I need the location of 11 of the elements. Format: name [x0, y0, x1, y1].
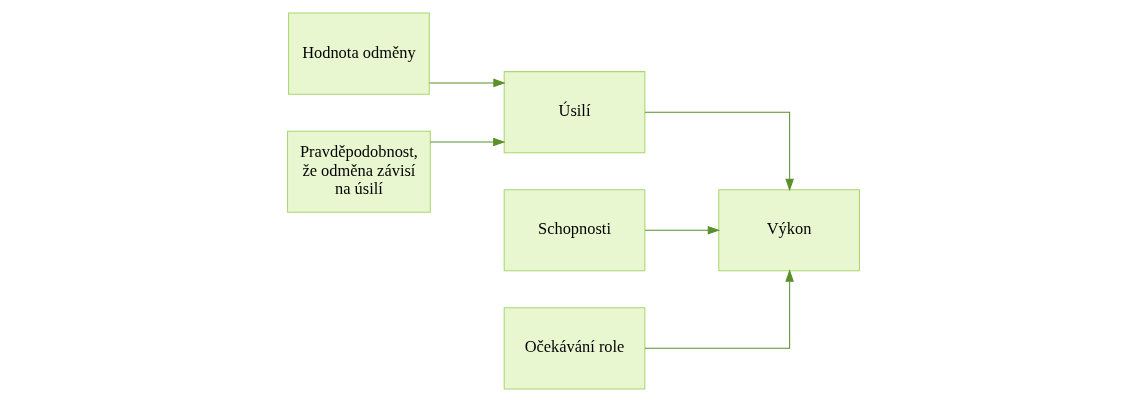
node-box: Hodnota odměny — [287, 12, 430, 95]
node-box: Očekávání role — [503, 306, 645, 389]
arrow — [644, 225, 720, 235]
arrow — [643, 111, 794, 191]
node-box: Výkon — [717, 188, 860, 271]
node-box: Úsilí — [503, 70, 645, 153]
arrow — [643, 268, 794, 349]
arrow — [428, 78, 506, 87]
node-box: Schopnosti — [503, 188, 645, 271]
node-box: Pravděpodobnost, že odměna závisí na úsilí — [286, 130, 431, 213]
arrow — [429, 137, 505, 146]
